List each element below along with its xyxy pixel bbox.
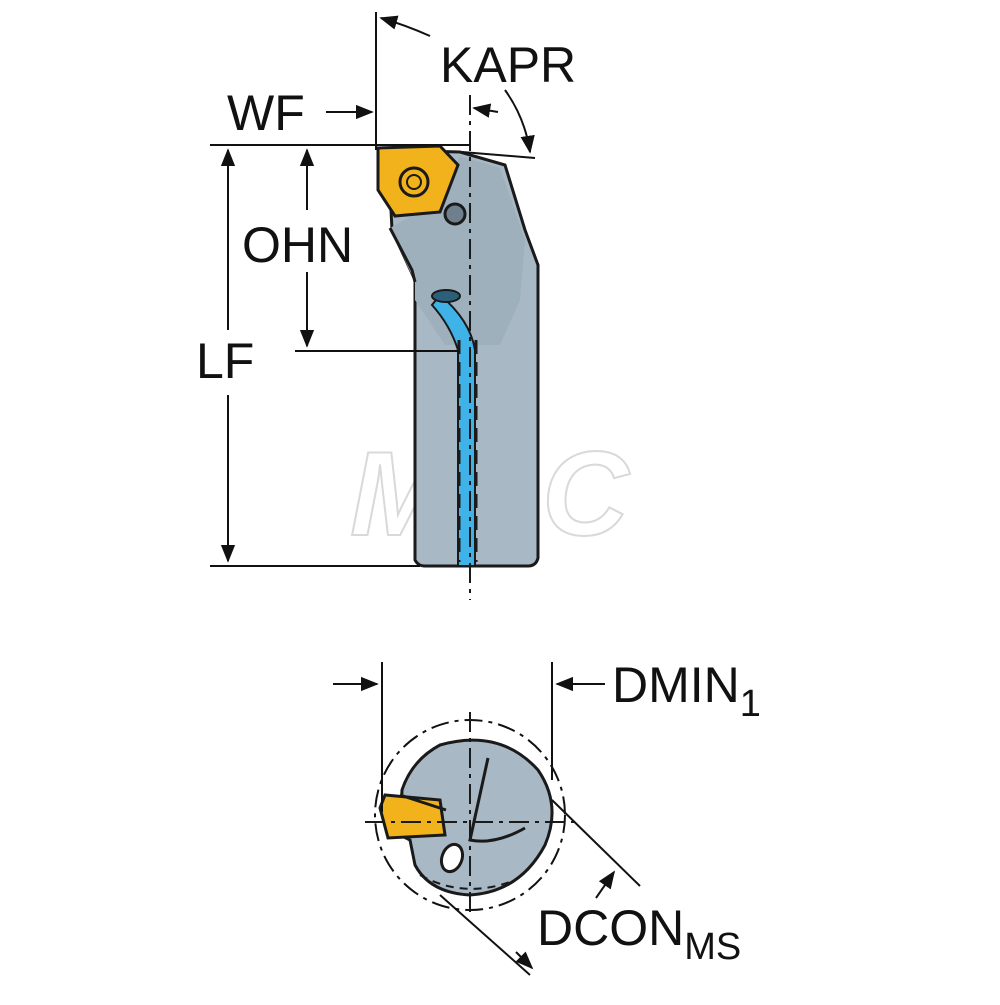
torx-recess xyxy=(406,174,422,190)
dcon-label-subscript: MS xyxy=(684,926,741,968)
coolant-channel xyxy=(430,293,476,567)
dcon-extension-bottom xyxy=(439,894,531,976)
dcon-label-main: DCON xyxy=(537,900,684,956)
wf-label: WF xyxy=(227,85,305,141)
end-view-inner-arc xyxy=(419,874,516,890)
clamp-screw-icon xyxy=(443,202,467,226)
dmin-label-main: DMIN xyxy=(612,657,740,713)
coolant-outlet-icon xyxy=(431,289,461,303)
end-view-coolant-hole-icon xyxy=(439,842,465,874)
holder-edge-line xyxy=(388,227,417,283)
torx-screw-icon xyxy=(398,166,430,198)
kapr-label: KAPR xyxy=(440,37,576,93)
kapr-angle-arrow-right xyxy=(504,89,535,154)
dmin-label: DMIN1 xyxy=(612,657,761,725)
kapr-angle-arrow-top xyxy=(379,15,431,37)
end-view-facet-line xyxy=(468,757,526,843)
ohn-label: OHN xyxy=(242,217,353,273)
dmin-label-subscript: 1 xyxy=(740,683,761,725)
lf-label: LF xyxy=(196,333,254,389)
dcon-label: DCONMS xyxy=(537,900,741,968)
end-view-insert xyxy=(378,793,447,840)
end-view: DMIN1 DCONMS xyxy=(333,657,761,976)
insert-edge-line xyxy=(399,793,447,812)
side-view: KAPR WF OHN LF xyxy=(196,12,576,600)
dcon-arrow-top xyxy=(595,870,616,899)
kapr-edge-line xyxy=(461,151,536,159)
dcon-arrow-bottom xyxy=(515,951,534,970)
kapr-small-arrow xyxy=(472,103,499,118)
holder-head-facet xyxy=(390,156,525,345)
dcon-extension-top xyxy=(551,799,641,887)
